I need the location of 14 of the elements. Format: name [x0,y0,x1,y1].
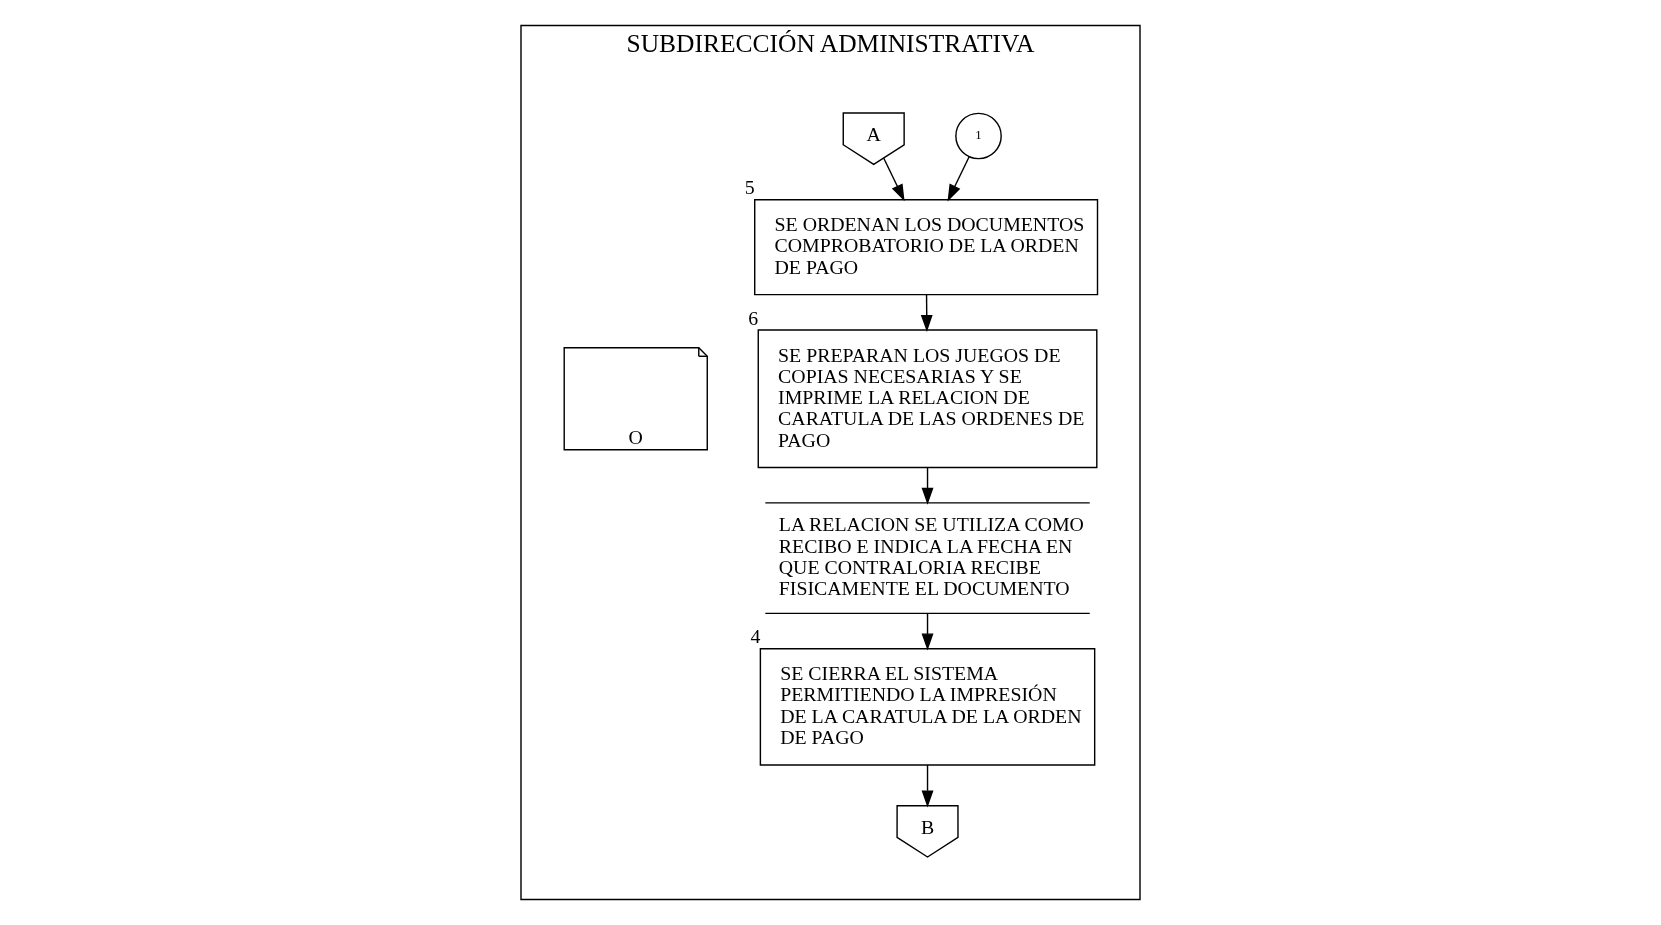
arrow [883,157,905,202]
arrow [921,764,934,808]
arrow [921,466,934,505]
node-box: SE CIERRA EL SISTEMA PERMITIENDO LA IMPRESIÓN DE LA CARATULA DE LA ORDEN DE PAGO [759,648,1096,766]
arrow [920,294,933,332]
node-text: LA RELACION SE UTILIZA COMO RECIBO E INDICA LA FECHA EN QUE CONTRALORIA RECIBE FISICAMENTE EL DOCUMENTO [778,513,1084,600]
node-label: 4 [750,625,761,648]
arrow [947,156,970,202]
node-box: SE PREPARAN LOS JUEGOS DE COPIAS NECESARIAS Y SE IMPRIME LA RELACION DE CARATULA DE LAS ORDENES DE PAGO [757,329,1098,469]
node-circle: 1 [955,112,1002,160]
arrow [921,612,934,651]
node-box: SE ORDENAN LOS DOCUMENTOS COMPROBATORIO DE LA ORDEN DE PAGO [754,199,1099,296]
node-label: 5 [744,176,755,199]
node-label: 6 [748,306,759,329]
